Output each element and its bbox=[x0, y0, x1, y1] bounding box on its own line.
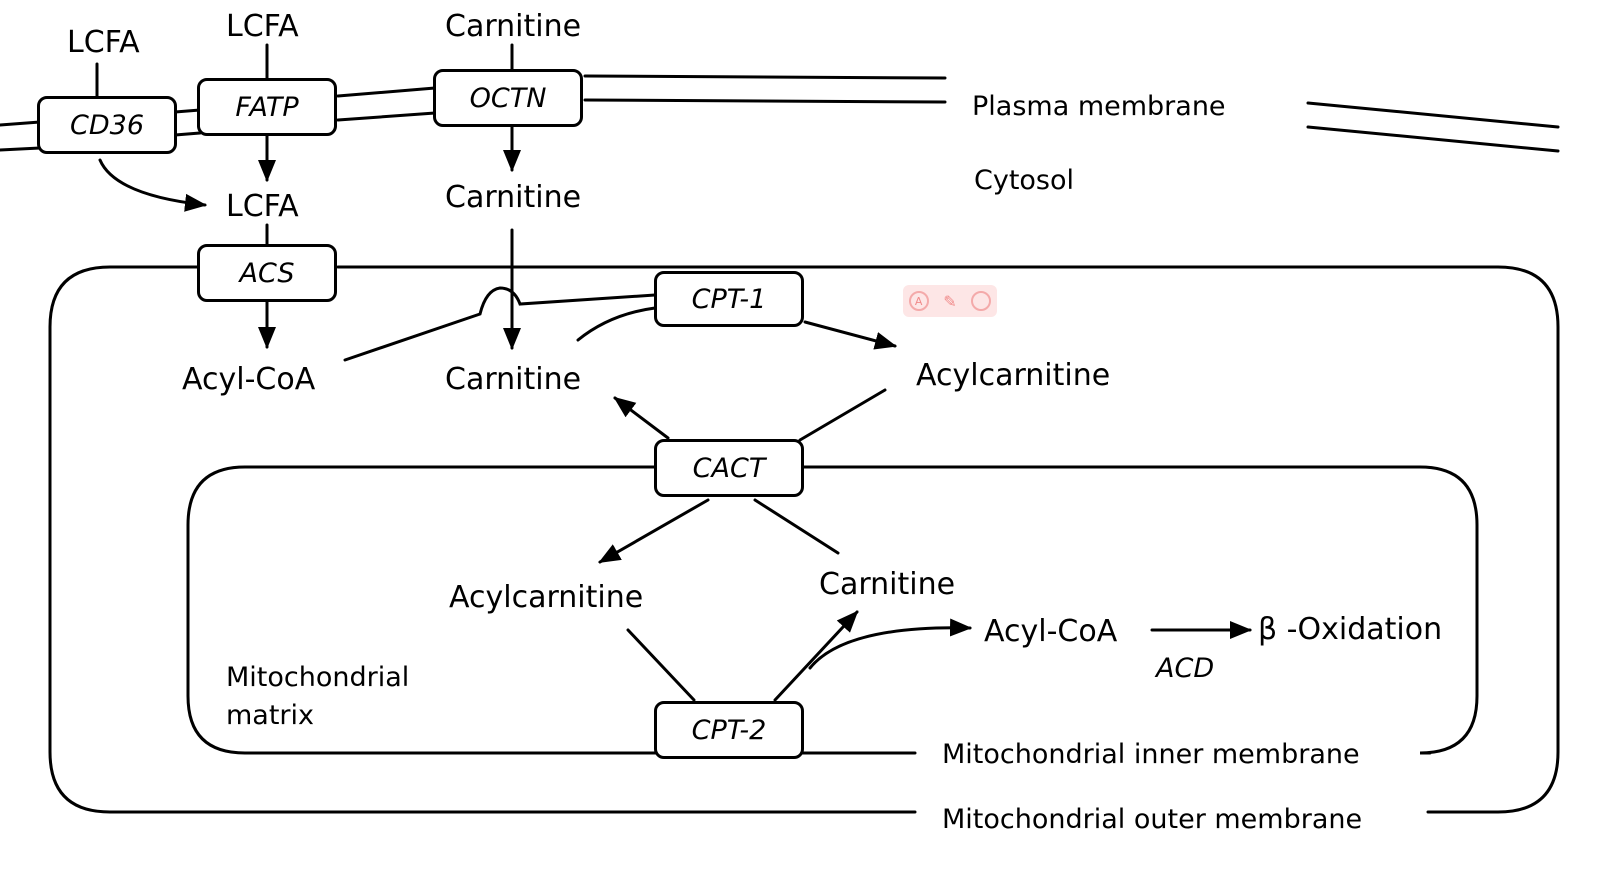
arrow-cact-acylcarnitine-matrix bbox=[598, 498, 710, 564]
carnitine-cact-line bbox=[753, 498, 840, 555]
ai-icon[interactable]: A bbox=[908, 291, 929, 311]
cd36-label: CD36 bbox=[70, 109, 144, 141]
lcfa-cytosol: LCFA bbox=[226, 189, 299, 224]
cpt1-label: CPT-1 bbox=[691, 283, 767, 315]
arrow-cd36-lcfa bbox=[98, 158, 207, 212]
acylcarnitine-matrix: Acylcarnitine bbox=[449, 580, 644, 615]
acylcarnitine-cact-line bbox=[798, 388, 887, 442]
arrow-cpt1-acylcarnitine bbox=[803, 320, 897, 350]
outer-membrane-label: Mitochondrial outer membrane bbox=[942, 804, 1363, 835]
acd-label: ACD bbox=[1156, 653, 1215, 684]
floating-toolbar[interactable]: A ✎ bbox=[903, 285, 997, 317]
beta-oxidation-label: β -Oxidation bbox=[1258, 612, 1443, 647]
outer-membrane bbox=[48, 265, 1560, 814]
cpt1-acylcoa-line bbox=[343, 286, 657, 362]
edit-icon[interactable]: ✎ bbox=[943, 291, 957, 311]
arrow-cpt2-carnitine bbox=[773, 610, 859, 702]
mito-matrix-label-line1: Mitochondrial bbox=[226, 662, 410, 693]
cact-transporter: CACT bbox=[654, 439, 804, 497]
octn-label: OCTN bbox=[469, 82, 547, 114]
fatp-label: FATP bbox=[235, 91, 299, 123]
arrow-cpt2-acylcoa bbox=[808, 618, 972, 670]
plasma-membrane-upper bbox=[0, 74, 947, 127]
acs-label: ACS bbox=[239, 257, 295, 289]
inner-membrane bbox=[186, 465, 1479, 755]
acs-enzyme: ACS bbox=[197, 244, 337, 302]
carnitine-ims: Carnitine bbox=[445, 362, 582, 397]
acylcarnitine-cpt2-line bbox=[626, 628, 696, 702]
plasma-membrane-label: Plasma membrane bbox=[972, 91, 1226, 122]
inner-membrane-label: Mitochondrial inner membrane bbox=[942, 739, 1360, 770]
cpt2-label: CPT-2 bbox=[691, 714, 767, 746]
acyl-coa-matrix: Acyl-CoA bbox=[984, 614, 1118, 649]
lcfa-extracellular-1: LCFA bbox=[67, 25, 140, 60]
cpt1-carnitine-line bbox=[576, 306, 657, 342]
carnitine-extracellular: Carnitine bbox=[445, 9, 582, 44]
cytosol-label: Cytosol bbox=[974, 165, 1075, 196]
plasma-membrane-lower bbox=[0, 98, 947, 152]
cpt1-enzyme: CPT-1 bbox=[654, 271, 804, 327]
cact-label: CACT bbox=[692, 452, 766, 484]
acylcarnitine-ims: Acylcarnitine bbox=[916, 358, 1111, 393]
carnitine-matrix: Carnitine bbox=[819, 567, 956, 602]
arrow-cact-carnitine-ims bbox=[613, 396, 670, 440]
search-icon[interactable] bbox=[971, 291, 992, 311]
plasma-membrane-right bbox=[1306, 101, 1560, 153]
cpt2-enzyme: CPT-2 bbox=[654, 701, 804, 759]
carnitine-cytosol: Carnitine bbox=[445, 180, 582, 215]
octn-transporter: OCTN bbox=[433, 69, 583, 127]
acyl-coa-ims: Acyl-CoA bbox=[182, 362, 316, 397]
cd36-transporter: CD36 bbox=[37, 96, 177, 154]
lcfa-extracellular-2: LCFA bbox=[226, 9, 299, 44]
fatp-transporter: FATP bbox=[197, 78, 337, 136]
mito-matrix-label-line2: matrix bbox=[226, 700, 315, 731]
